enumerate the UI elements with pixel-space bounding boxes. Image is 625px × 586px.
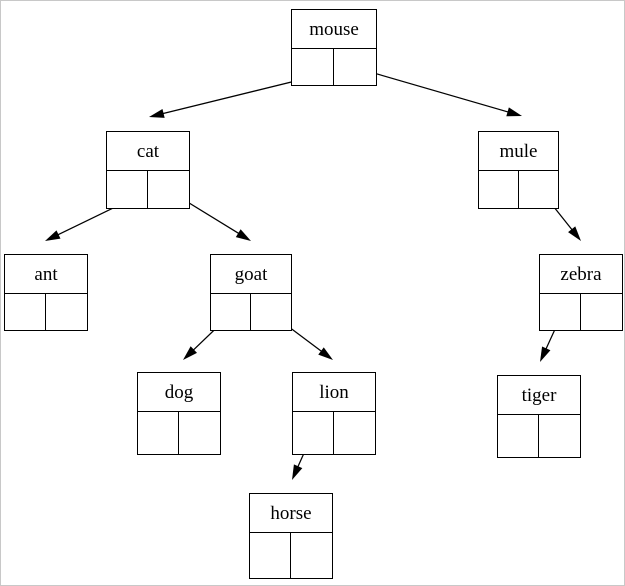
edge-arrowhead [292, 464, 303, 480]
tree-node-label: ant [5, 255, 87, 294]
left-pointer-cell[interactable] [540, 294, 581, 330]
tree-node-lion[interactable]: lion [292, 372, 376, 455]
left-pointer-cell[interactable] [479, 171, 519, 208]
edge-arrowhead [235, 229, 251, 241]
left-pointer-cell[interactable] [107, 171, 148, 208]
tree-node-label: zebra [540, 255, 622, 294]
tree-node-pointers [540, 294, 622, 330]
right-pointer-cell[interactable] [334, 49, 376, 85]
left-pointer-cell[interactable] [250, 533, 291, 578]
edge-arrowhead [149, 108, 165, 118]
right-pointer-cell[interactable] [46, 294, 87, 330]
tree-node-pointers [250, 533, 332, 578]
right-pointer-cell[interactable] [334, 412, 375, 454]
right-pointer-cell[interactable] [251, 294, 291, 330]
tree-node-pointers [107, 171, 189, 208]
edge-arrowhead [318, 347, 333, 360]
right-pointer-cell[interactable] [148, 171, 189, 208]
tree-node-pointers [138, 412, 220, 454]
left-pointer-cell[interactable] [292, 49, 334, 85]
tree-node-ant[interactable]: ant [4, 254, 88, 331]
tree-node-label: goat [211, 255, 291, 294]
left-pointer-cell[interactable] [293, 412, 334, 454]
right-pointer-cell[interactable] [291, 533, 332, 578]
tree-node-horse[interactable]: horse [249, 493, 333, 579]
tree-node-label: mouse [292, 10, 376, 49]
edge-arrowhead [568, 226, 581, 241]
edge-arrowhead [183, 346, 198, 360]
tree-node-label: horse [250, 494, 332, 533]
tree-node-zebra[interactable]: zebra [539, 254, 623, 331]
tree-node-label: lion [293, 373, 375, 412]
tree-node-pointers [5, 294, 87, 330]
edge-arrowhead [540, 346, 551, 362]
tree-node-pointers [211, 294, 291, 330]
left-pointer-cell[interactable] [138, 412, 179, 454]
tree-node-label: cat [107, 132, 189, 171]
tree-node-label: tiger [498, 376, 580, 415]
right-pointer-cell[interactable] [519, 171, 559, 208]
left-pointer-cell[interactable] [498, 415, 539, 457]
tree-node-label: dog [138, 373, 220, 412]
tree-node-mule[interactable]: mule [478, 131, 559, 209]
tree-node-goat[interactable]: goat [210, 254, 292, 331]
tree-node-tiger[interactable]: tiger [497, 375, 581, 458]
edge-arrowhead [45, 230, 61, 241]
tree-node-label: mule [479, 132, 558, 171]
tree-node-dog[interactable]: dog [137, 372, 221, 455]
tree-edge-mouse-mule [352, 66, 522, 117]
tree-node-pointers [293, 412, 375, 454]
tree-node-mouse[interactable]: mouse [291, 9, 377, 86]
tree-node-pointers [292, 49, 376, 85]
tree-node-pointers [479, 171, 558, 208]
left-pointer-cell[interactable] [5, 294, 46, 330]
right-pointer-cell[interactable] [581, 294, 622, 330]
right-pointer-cell[interactable] [179, 412, 220, 454]
tree-node-cat[interactable]: cat [106, 131, 190, 209]
left-pointer-cell[interactable] [211, 294, 251, 330]
tree-node-pointers [498, 415, 580, 457]
right-pointer-cell[interactable] [539, 415, 580, 457]
edge-arrowhead [506, 107, 522, 117]
